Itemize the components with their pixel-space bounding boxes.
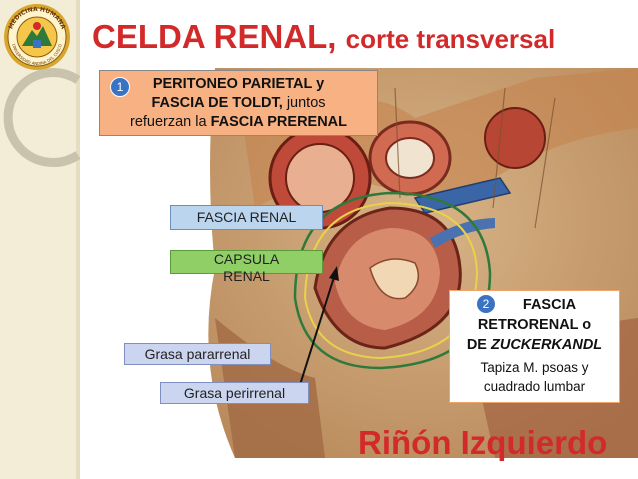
callout-number-badge: 2 [476,294,496,314]
callout-1-line1: PERITONEO PARIETAL y [152,76,325,92]
callout-2-line3: DE [466,337,491,353]
callout-peritoneo: 1 PERITONEO PARIETAL y FASCIA DE TOLDT, … [99,70,378,136]
label-capsula-renal: CAPSULA RENAL [170,250,323,284]
callout-2-line3-italic: ZUCKERKANDL [491,337,603,353]
university-seal: MEDICINA HUMANA UNIVERSIDAD ANDINA DEL C… [4,4,70,70]
sidebar-swirl [3,68,80,167]
callout-2-line1: FASCIA [522,297,577,313]
footer-title: Riñón Izquierdo [358,424,608,461]
sidebar-stripe [76,0,80,479]
sidebar-decoration [0,0,80,479]
callout-number-badge: 1 [110,77,130,97]
label-fascia-renal: FASCIA RENAL [170,205,323,230]
page-title: CELDA RENAL, corte transversal [92,18,556,55]
callout-1-line3: refuerzan la [129,114,211,130]
callout-1-line3-bold: FASCIA PRERENAL [210,114,348,130]
callout-fascia-retrorenal: 2 FASCIA RETRORENAL o DE ZUCKERKANDL Tap… [449,290,620,403]
callout-2-line2: RETRORENAL o [477,317,592,333]
label-capsula-line2: RENAL [223,268,270,284]
callout-1-line2: FASCIA DE TOLDT, [151,95,283,111]
label-grasa-pararrenal: Grasa pararrenal [124,343,271,365]
callout-2-desc2: cuadrado lumbar [483,379,586,394]
label-capsula-line1: CAPSULA [213,251,280,267]
callout-2-desc1: Tapiza M. psoas y [480,360,589,375]
page-subtitle: corte transversal [345,24,556,54]
callout-1-line2-rest: juntos [282,95,326,111]
label-grasa-perirrenal: Grasa perirrenal [160,382,309,404]
